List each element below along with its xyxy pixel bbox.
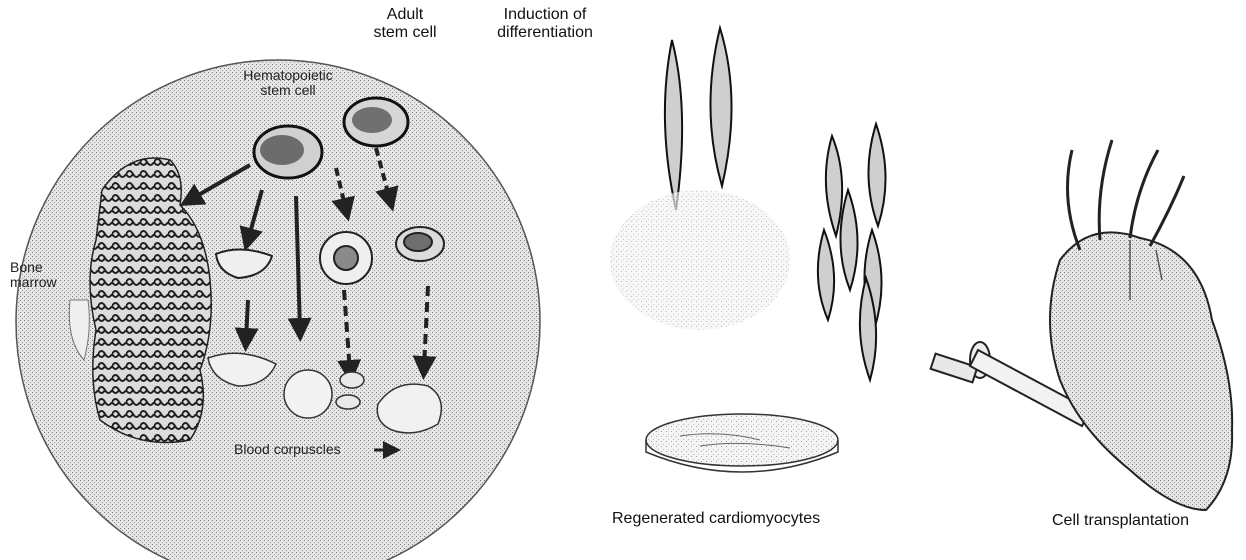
adult-stem-cell-line-1: Adult — [360, 6, 450, 24]
adult-stem-cell-label: Adult stem cell — [360, 6, 450, 42]
cell-transplantation-label: Cell transplantation — [1052, 512, 1189, 530]
hematopoietic-line-1: Hematopoietic — [228, 68, 348, 83]
glow-haze — [610, 190, 790, 330]
adult-stem-cell — [344, 98, 408, 146]
hematopoietic-label: Hematopoietic stem cell — [228, 68, 348, 98]
regenerated-cardiomyocytes-label: Regenerated cardiomyocytes — [612, 510, 820, 528]
bone-marrow-line-1: Bone — [10, 260, 57, 275]
induction-line-1: Induction of — [470, 6, 620, 24]
induction-label: Induction of differentiation — [470, 6, 620, 42]
hematopoietic-stem-cell-1 — [254, 126, 322, 178]
bone-marrow-label: Bone marrow — [10, 260, 57, 290]
blood-corpuscles-label: Blood corpuscles — [234, 442, 341, 457]
heart — [1050, 140, 1232, 510]
hematopoietic-line-2: stem cell — [228, 83, 348, 98]
adult-stem-cell-line-2: stem cell — [360, 24, 450, 42]
bone-marrow-line-2: marrow — [10, 275, 57, 290]
petri-dish — [646, 414, 838, 472]
induction-line-2: differentiation — [470, 24, 620, 42]
